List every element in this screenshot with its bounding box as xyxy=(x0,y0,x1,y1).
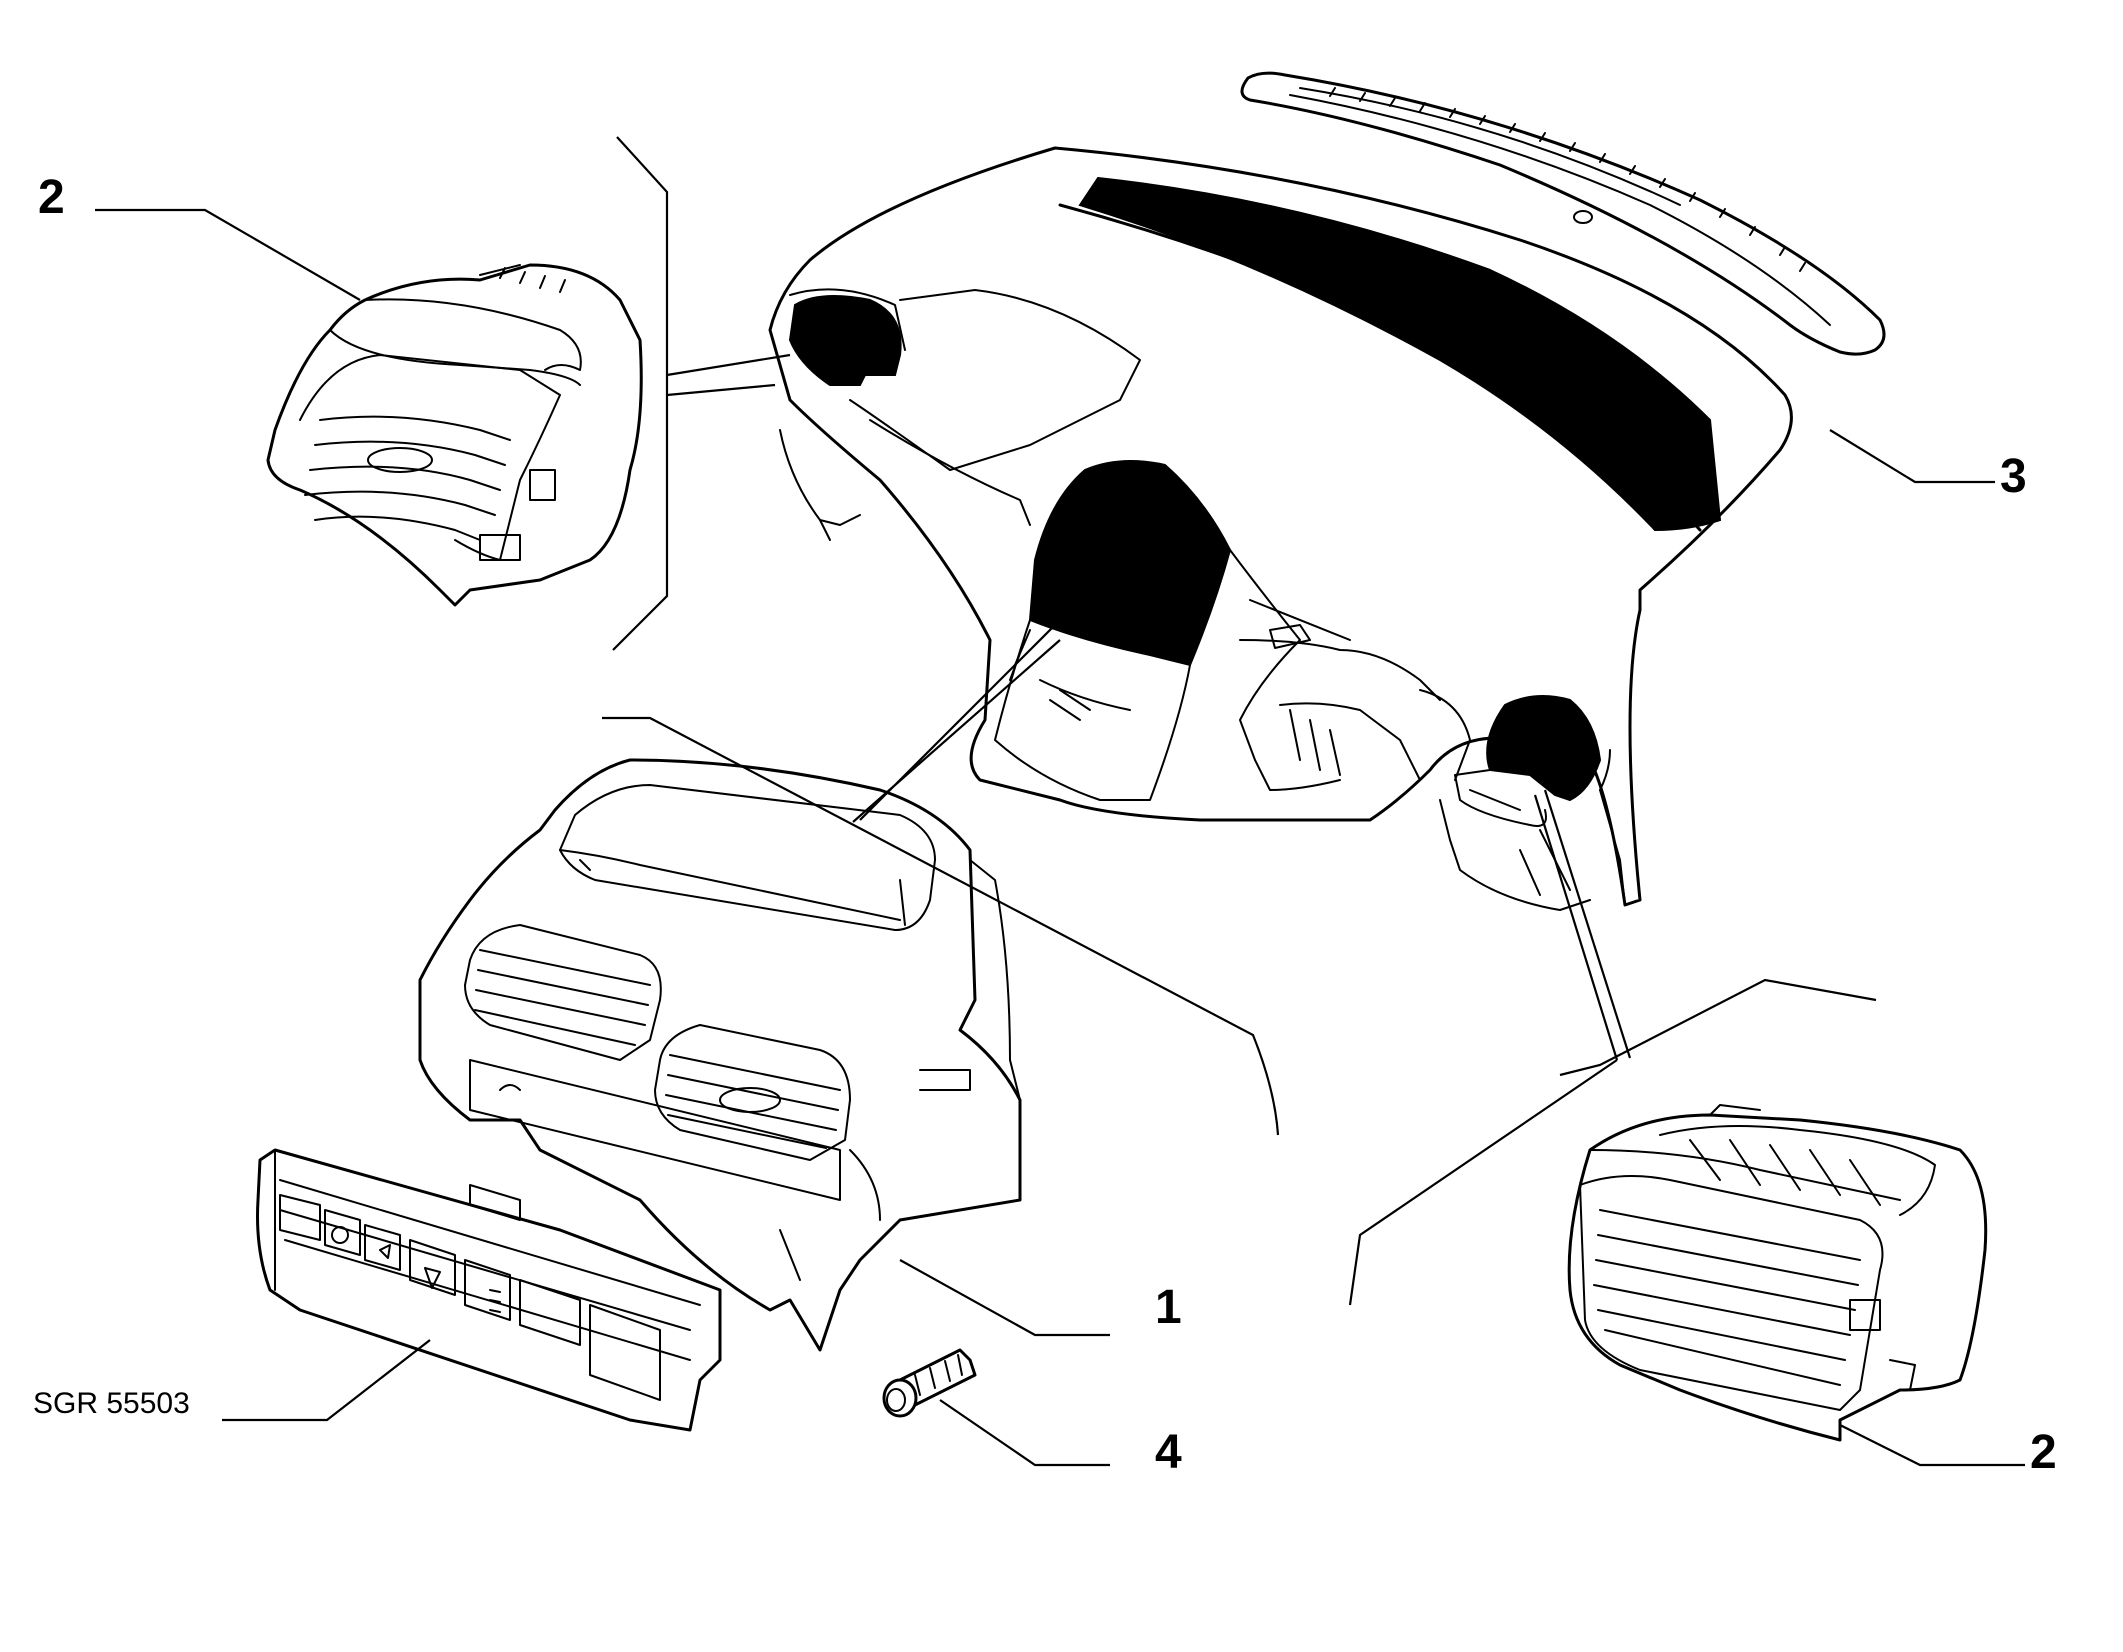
center-console-bezel xyxy=(418,758,1022,1352)
leader-vent-left xyxy=(95,208,361,301)
callout-1: 1 xyxy=(1155,1281,1182,1334)
frame-lines xyxy=(602,136,1877,1306)
callout-4: 4 xyxy=(1155,1426,1182,1479)
defrost-strip xyxy=(1240,71,1886,356)
leader-screw xyxy=(939,1399,1110,1467)
dashboard-assembly xyxy=(768,146,1793,911)
leader-drawing-code xyxy=(222,1339,431,1422)
switch-panel xyxy=(256,1148,722,1432)
leader-center-console xyxy=(899,1259,1110,1337)
callout-2-right: 2 xyxy=(2030,1426,2057,1479)
right-air-vent xyxy=(1567,1104,1988,1442)
leader-top-strip xyxy=(1829,429,1995,484)
screw xyxy=(882,1348,977,1418)
leader-vent-right xyxy=(1839,1424,2025,1467)
callout-2-left: 2 xyxy=(38,171,65,224)
callout-leaders xyxy=(95,208,2025,1467)
left-air-vent xyxy=(266,263,643,607)
callout-3: 3 xyxy=(2000,450,2027,503)
drawing-code: SGR 55503 xyxy=(33,1387,190,1420)
